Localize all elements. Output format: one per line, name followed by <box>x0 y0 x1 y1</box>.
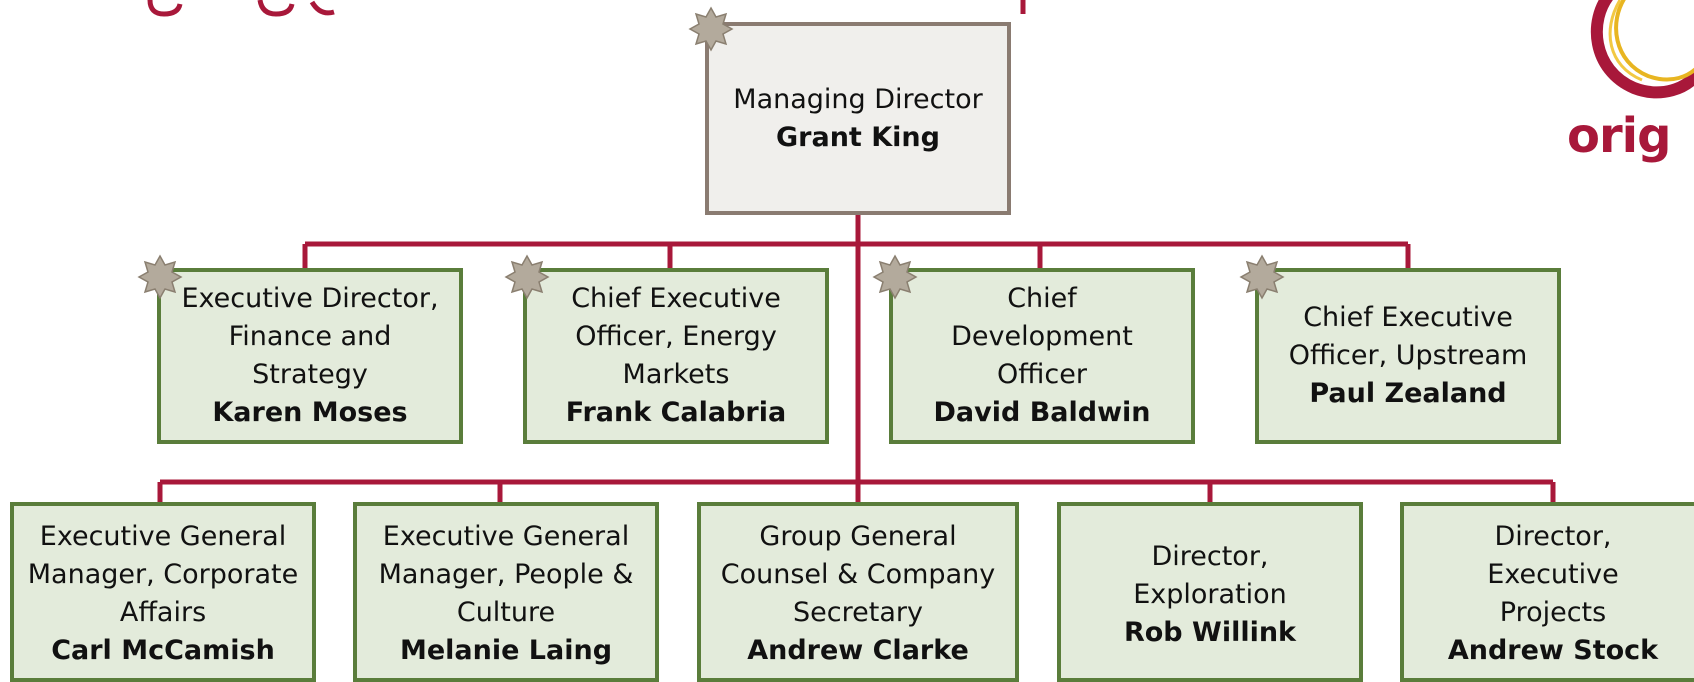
node-upstream: Chief Executive Officer, Upstream Paul Z… <box>1255 268 1561 444</box>
node-title: Executive Director, Finance and Strategy <box>181 283 439 390</box>
node-name: Karen Moses <box>212 397 408 428</box>
origin-logo-icon <box>1590 0 1694 99</box>
node-name: Melanie Laing <box>399 635 613 666</box>
node-general-counsel: Group General Counsel & Company Secretar… <box>697 502 1019 682</box>
node-name: David Baldwin <box>933 397 1151 428</box>
node-managing-director: Managing Director Grant King <box>705 22 1011 215</box>
star-icon <box>872 254 918 300</box>
node-energy-markets: Chief Executive Officer, Energy Markets … <box>523 268 829 444</box>
node-title: Chief Executive Officer, Upstream <box>1288 302 1528 371</box>
node-title: Managing Director <box>733 83 983 115</box>
node-name: Andrew Clarke <box>747 635 969 666</box>
node-title: Chief Development Officer <box>951 283 1133 390</box>
node-title: Chief Executive Officer, Energy Markets <box>571 283 781 390</box>
node-development: Chief Development Officer David Baldwin <box>889 268 1195 444</box>
node-title: Executive General Manager, Corporate Aff… <box>27 521 299 628</box>
node-corporate-affairs: Executive General Manager, Corporate Aff… <box>10 502 316 682</box>
star-icon <box>137 254 183 300</box>
logo-wordmark: orig <box>1567 108 1671 164</box>
node-finance: Executive Director, Finance and Strategy… <box>157 268 463 444</box>
node-title: Group General Counsel & Company Secretar… <box>720 521 996 628</box>
node-title: Director, Exploration <box>1133 541 1287 610</box>
node-name: Frank Calabria <box>565 397 787 428</box>
node-name: Andrew Stock <box>1447 635 1659 666</box>
star-icon <box>1239 254 1285 300</box>
cropped-heading-fragment <box>147 0 335 17</box>
star-icon <box>688 6 734 52</box>
star-icon <box>504 254 550 300</box>
node-name: Carl McCamish <box>51 635 275 666</box>
cropped-heading-fragment-right <box>1020 0 1026 14</box>
node-executive-projects: Director, Executive Projects Andrew Stoc… <box>1400 502 1694 682</box>
node-exploration: Director, Exploration Rob Willink <box>1057 502 1363 682</box>
node-name: Paul Zealand <box>1309 378 1507 409</box>
node-name: Grant King <box>776 121 940 153</box>
node-title: Director, Executive Projects <box>1487 521 1619 628</box>
node-people-culture: Executive General Manager, People & Cult… <box>353 502 659 682</box>
node-title: Executive General Manager, People & Cult… <box>378 521 634 628</box>
node-name: Rob Willink <box>1123 617 1297 648</box>
